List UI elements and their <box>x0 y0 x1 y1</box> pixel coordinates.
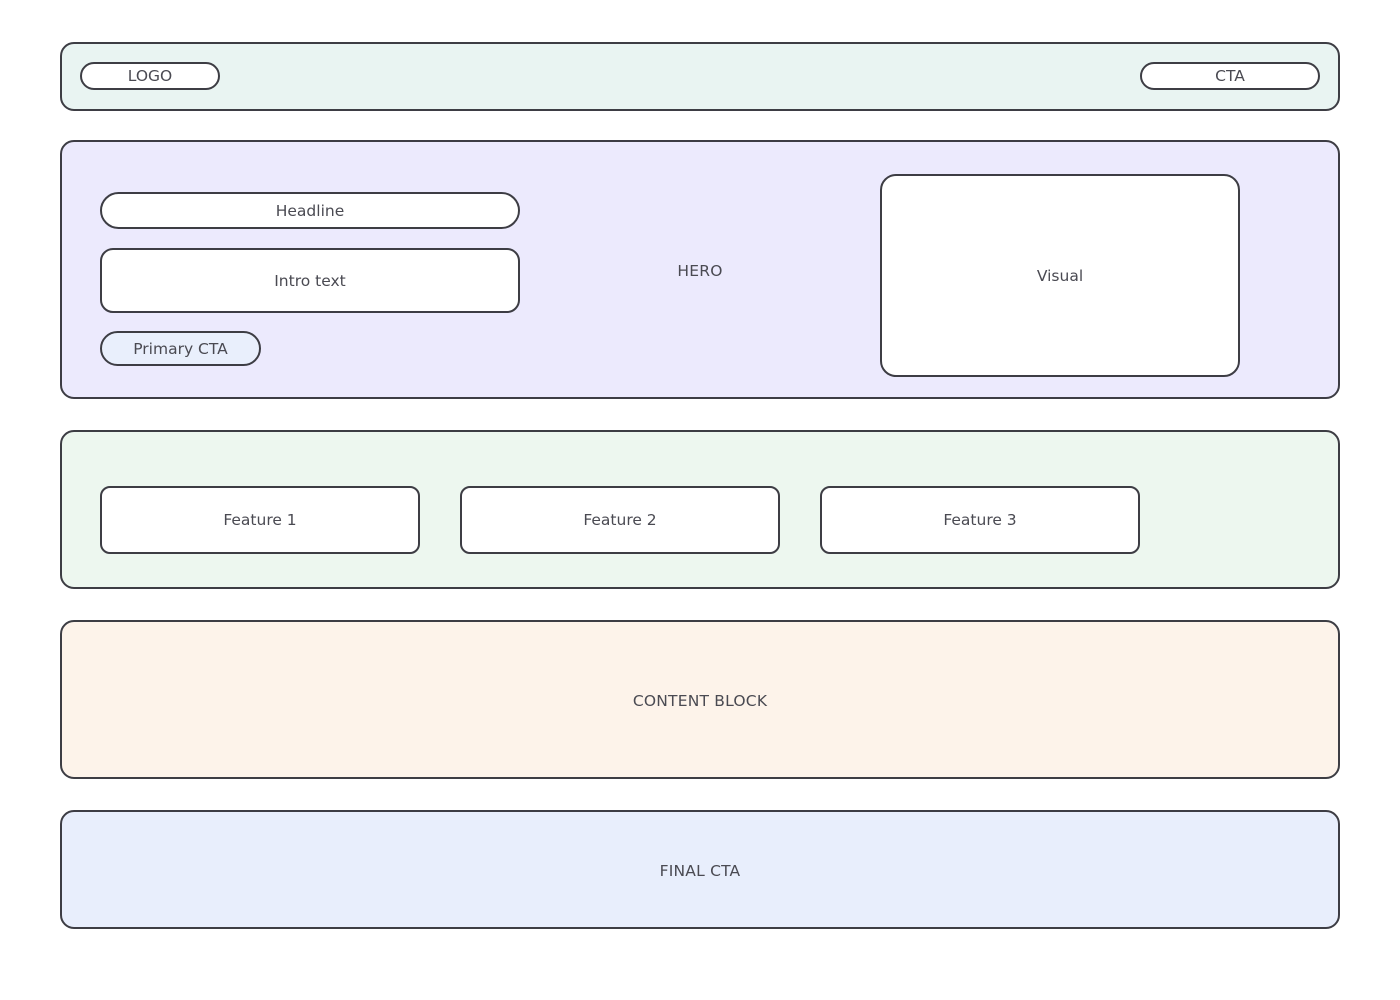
hero-headline-placeholder: Headline <box>100 192 520 229</box>
final-cta-label: FINAL CTA <box>659 862 741 880</box>
hero-primary-cta-label: Primary CTA <box>133 339 228 358</box>
feature-card[interactable]: Feature 2 <box>460 486 780 554</box>
feature-card-label: Feature 2 <box>583 511 657 529</box>
hero-visual-placeholder: Visual <box>880 174 1240 377</box>
logo-label: LOGO <box>127 67 173 85</box>
hero-visual-label: Visual <box>1036 266 1084 285</box>
header-cta-button[interactable]: CTA <box>1140 62 1320 90</box>
hero-section-label: HERO <box>677 262 723 280</box>
header-cta-label: CTA <box>1215 67 1245 85</box>
content-block-label: CONTENT BLOCK <box>632 692 768 710</box>
feature-card[interactable]: Feature 1 <box>100 486 420 554</box>
feature-card-label: Feature 3 <box>943 511 1017 529</box>
logo-placeholder[interactable]: LOGO <box>80 62 220 90</box>
hero-intro-placeholder: Intro text <box>100 248 520 313</box>
feature-card-label: Feature 1 <box>223 511 297 529</box>
hero-headline-label: Headline <box>275 201 345 220</box>
final-cta-section[interactable] <box>60 810 1340 929</box>
content-block-section <box>60 620 1340 779</box>
hero-intro-label: Intro text <box>274 271 346 290</box>
header-section <box>60 42 1340 111</box>
hero-primary-cta-button[interactable]: Primary CTA <box>100 331 261 366</box>
feature-card[interactable]: Feature 3 <box>820 486 1140 554</box>
